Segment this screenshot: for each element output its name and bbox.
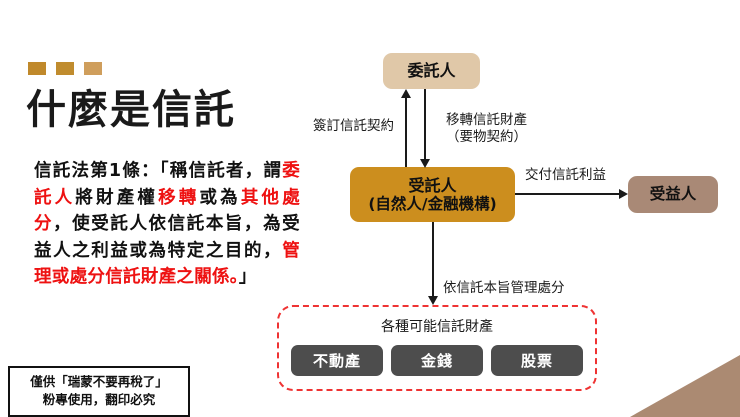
corner-triangle-decoration — [630, 355, 740, 417]
edge-label-transfer-property-line1: 移轉信託財產 — [446, 112, 527, 128]
law-quote-segment-2: 將財產權 — [75, 187, 159, 208]
page-title: 什麼是信託 — [26, 87, 236, 133]
law-quote-segment-7: 管理或處分信託財產之關係。 — [34, 240, 300, 288]
decorative-square-2 — [56, 62, 74, 75]
law-quote-segment-1: 委託人 — [34, 161, 300, 208]
asset-chip-money-label: 金錢 — [420, 352, 453, 370]
asset-chip-money: 金錢 — [391, 345, 483, 376]
edge-label-sign-contract: 簽訂信託契約 — [313, 118, 394, 134]
watermark-line-2: 粉專使用，翻印必究 — [42, 391, 156, 407]
node-trustee-label-line1: 受託人 — [408, 175, 457, 195]
arrow-sign-contract-line — [405, 97, 407, 167]
decorative-squares — [28, 62, 102, 75]
decorative-square-1 — [28, 62, 46, 75]
edge-label-transfer-property: 移轉信託財產 （要物契約） — [446, 112, 527, 147]
law-quote-segment-4: 或為 — [199, 187, 241, 208]
asset-chip-stock-label: 股票 — [520, 352, 553, 370]
node-settlor: 委託人 — [383, 53, 480, 89]
decorative-square-3 — [84, 62, 102, 75]
edge-label-manage-per-purpose: 依信託本旨管理處分 — [443, 280, 565, 296]
law-quote-segment-8: 」 — [238, 267, 257, 288]
arrow-manage-line — [432, 222, 434, 296]
node-beneficiary-label: 受益人 — [649, 185, 697, 204]
law-quote-segment-3: 移轉 — [158, 187, 200, 208]
assets-container: 各種可能信託財產 不動產 金錢 股票 — [277, 305, 597, 391]
watermark-line-1: 僅供「瑞蒙不要再稅了」 — [30, 374, 168, 389]
node-trustee-label-line2: (自然人/金融機構) — [368, 194, 497, 213]
asset-chip-stock: 股票 — [491, 345, 583, 376]
law-quote-segment-5: 其他處分 — [34, 187, 301, 235]
asset-chip-real-estate: 不動產 — [291, 345, 383, 376]
assets-title: 各種可能信託財產 — [381, 319, 493, 335]
law-quote-segment-0: 信託法第1條：「稱信託者，謂 — [34, 161, 283, 181]
arrow-transfer-property-line — [424, 89, 426, 159]
law-quote-segment-6: ，使受託人依信託本旨，為受益人之利益或為特定之目的， — [34, 214, 300, 261]
node-trustee: 受託人 (自然人/金融機構) — [350, 167, 515, 222]
assets-chip-row: 不動產 金錢 股票 — [291, 345, 583, 376]
asset-chip-real-estate-label: 不動產 — [312, 352, 361, 370]
arrow-deliver-benefit-line — [515, 193, 619, 195]
node-beneficiary: 受益人 — [628, 176, 718, 213]
arrow-deliver-benefit-head — [619, 188, 628, 199]
arrow-transfer-property-head — [419, 159, 430, 168]
edge-label-transfer-property-line2: （要物契約） — [446, 129, 527, 146]
watermark-notice: 僅供「瑞蒙不要再稅了」 粉專使用，翻印必究 — [8, 366, 190, 417]
law-quote-paragraph: 信託法第1條：「稱信託者，謂委託人將財產權移轉或為其他處分，使受託人依信託本旨，… — [34, 158, 300, 291]
edge-label-deliver-benefit: 交付信託利益 — [525, 167, 606, 183]
arrow-sign-contract-head — [400, 89, 411, 98]
arrow-manage-head — [427, 296, 438, 305]
node-settlor-label: 委託人 — [407, 61, 456, 81]
